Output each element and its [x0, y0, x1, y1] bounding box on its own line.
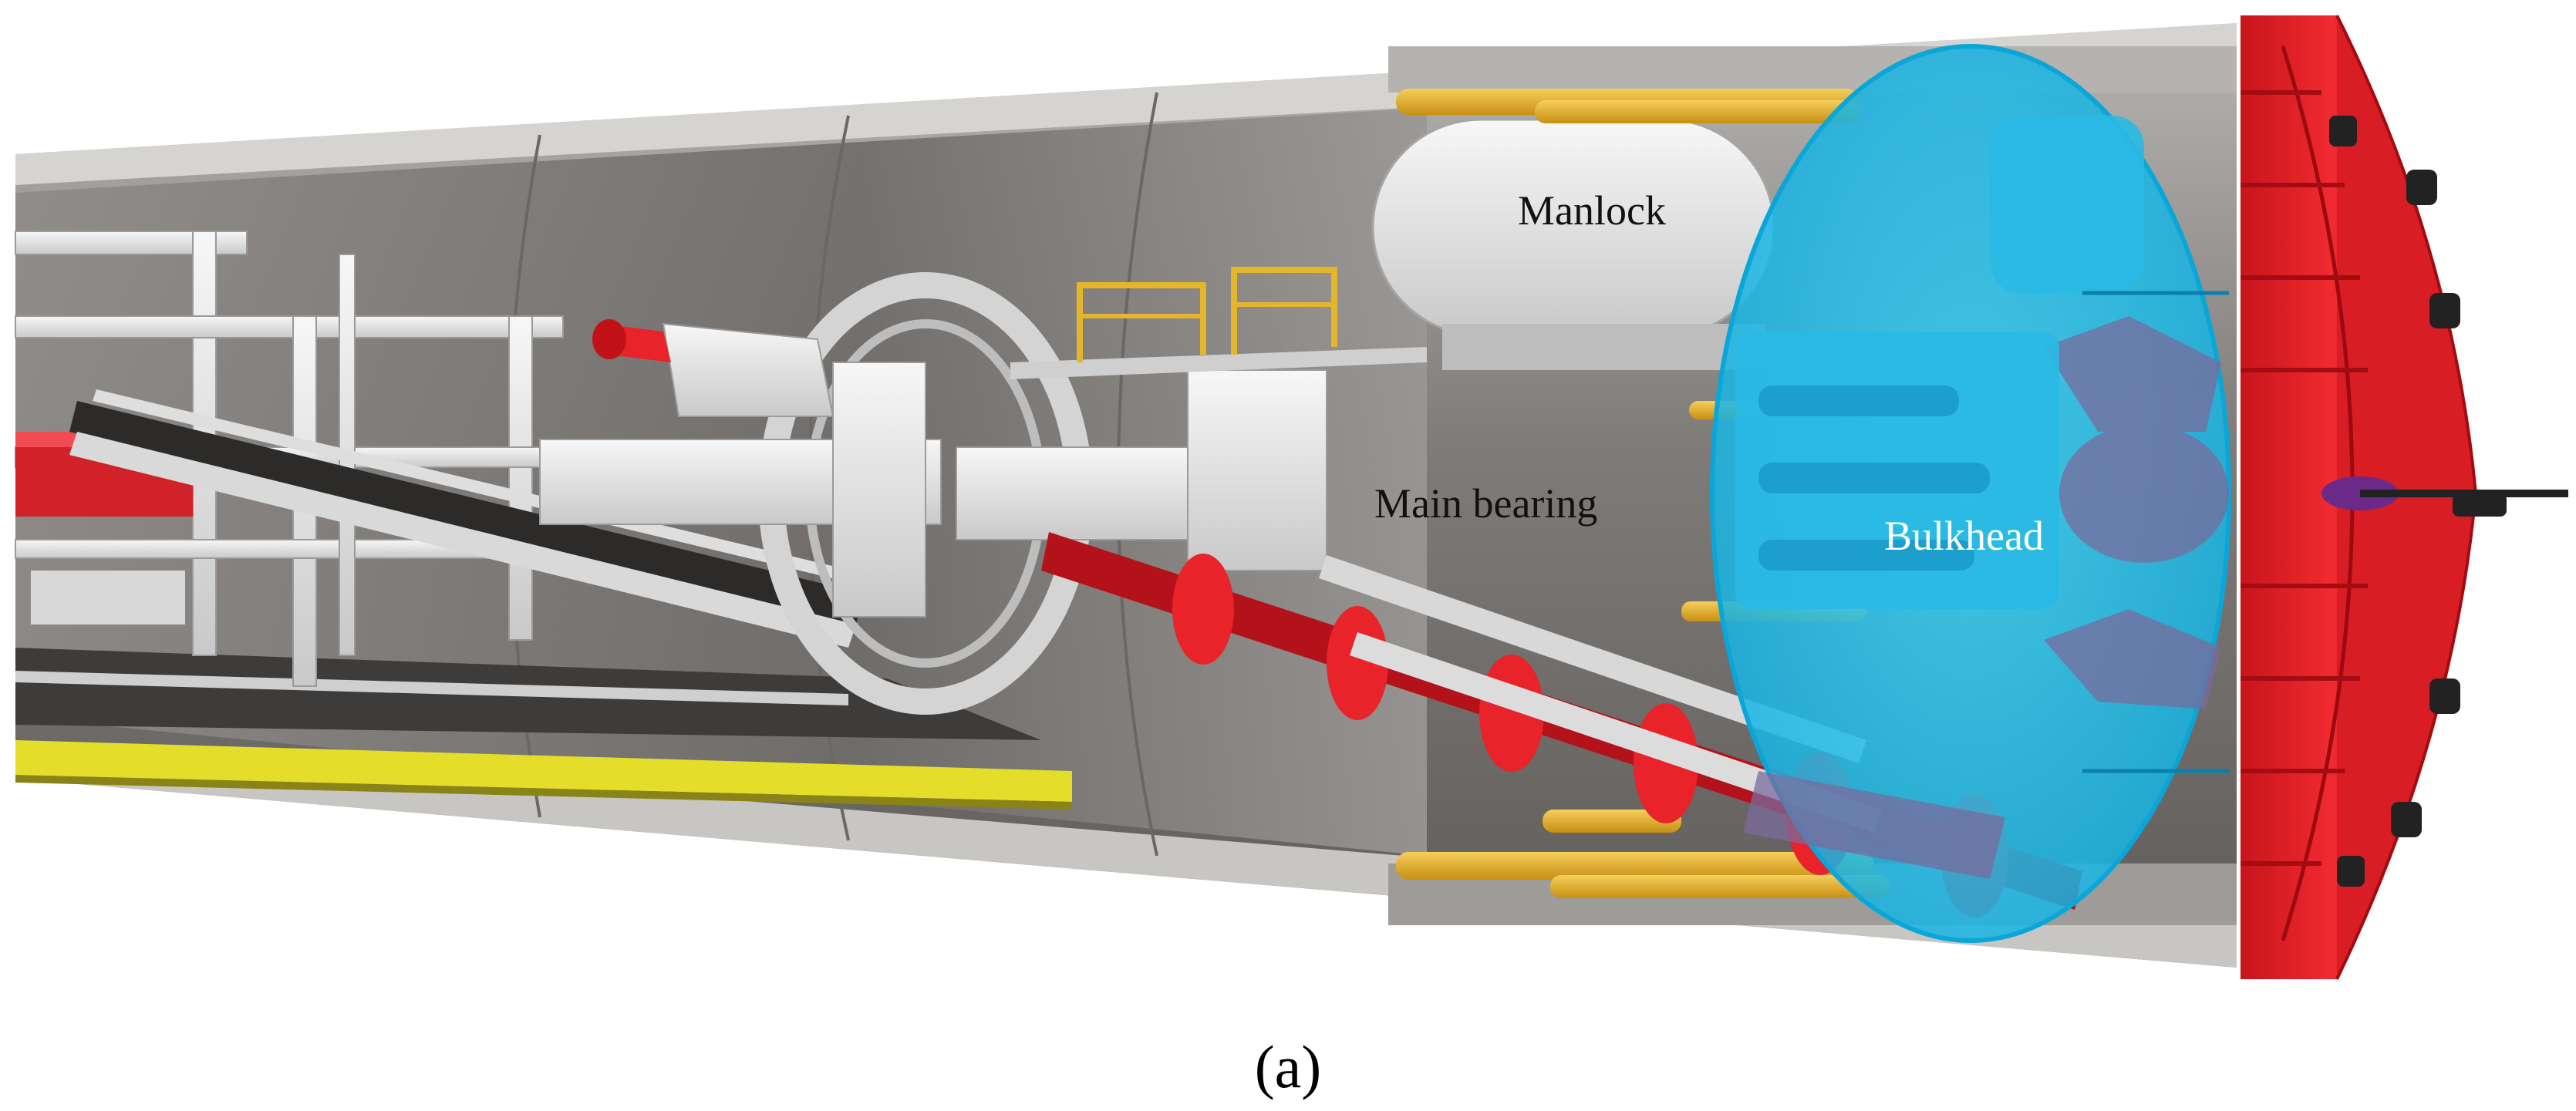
platform-railing — [1010, 267, 1427, 379]
belt-conveyor — [69, 389, 868, 648]
main-bearing-label: Main bearing — [1374, 480, 1598, 527]
figure-caption: (a) — [1254, 1033, 1322, 1100]
bulkhead-label: Bulkhead — [1884, 513, 2044, 559]
cutterhead — [2241, 15, 2568, 980]
erector-assembly — [539, 272, 1327, 715]
tbm-cutaway-illustration — [15, 15, 2568, 980]
bulkhead-highlight-ellipse — [1710, 44, 2231, 943]
manlock-label: Manlock — [1518, 187, 1666, 234]
walkway — [15, 648, 1072, 810]
manlock-chamber — [1371, 118, 1775, 370]
